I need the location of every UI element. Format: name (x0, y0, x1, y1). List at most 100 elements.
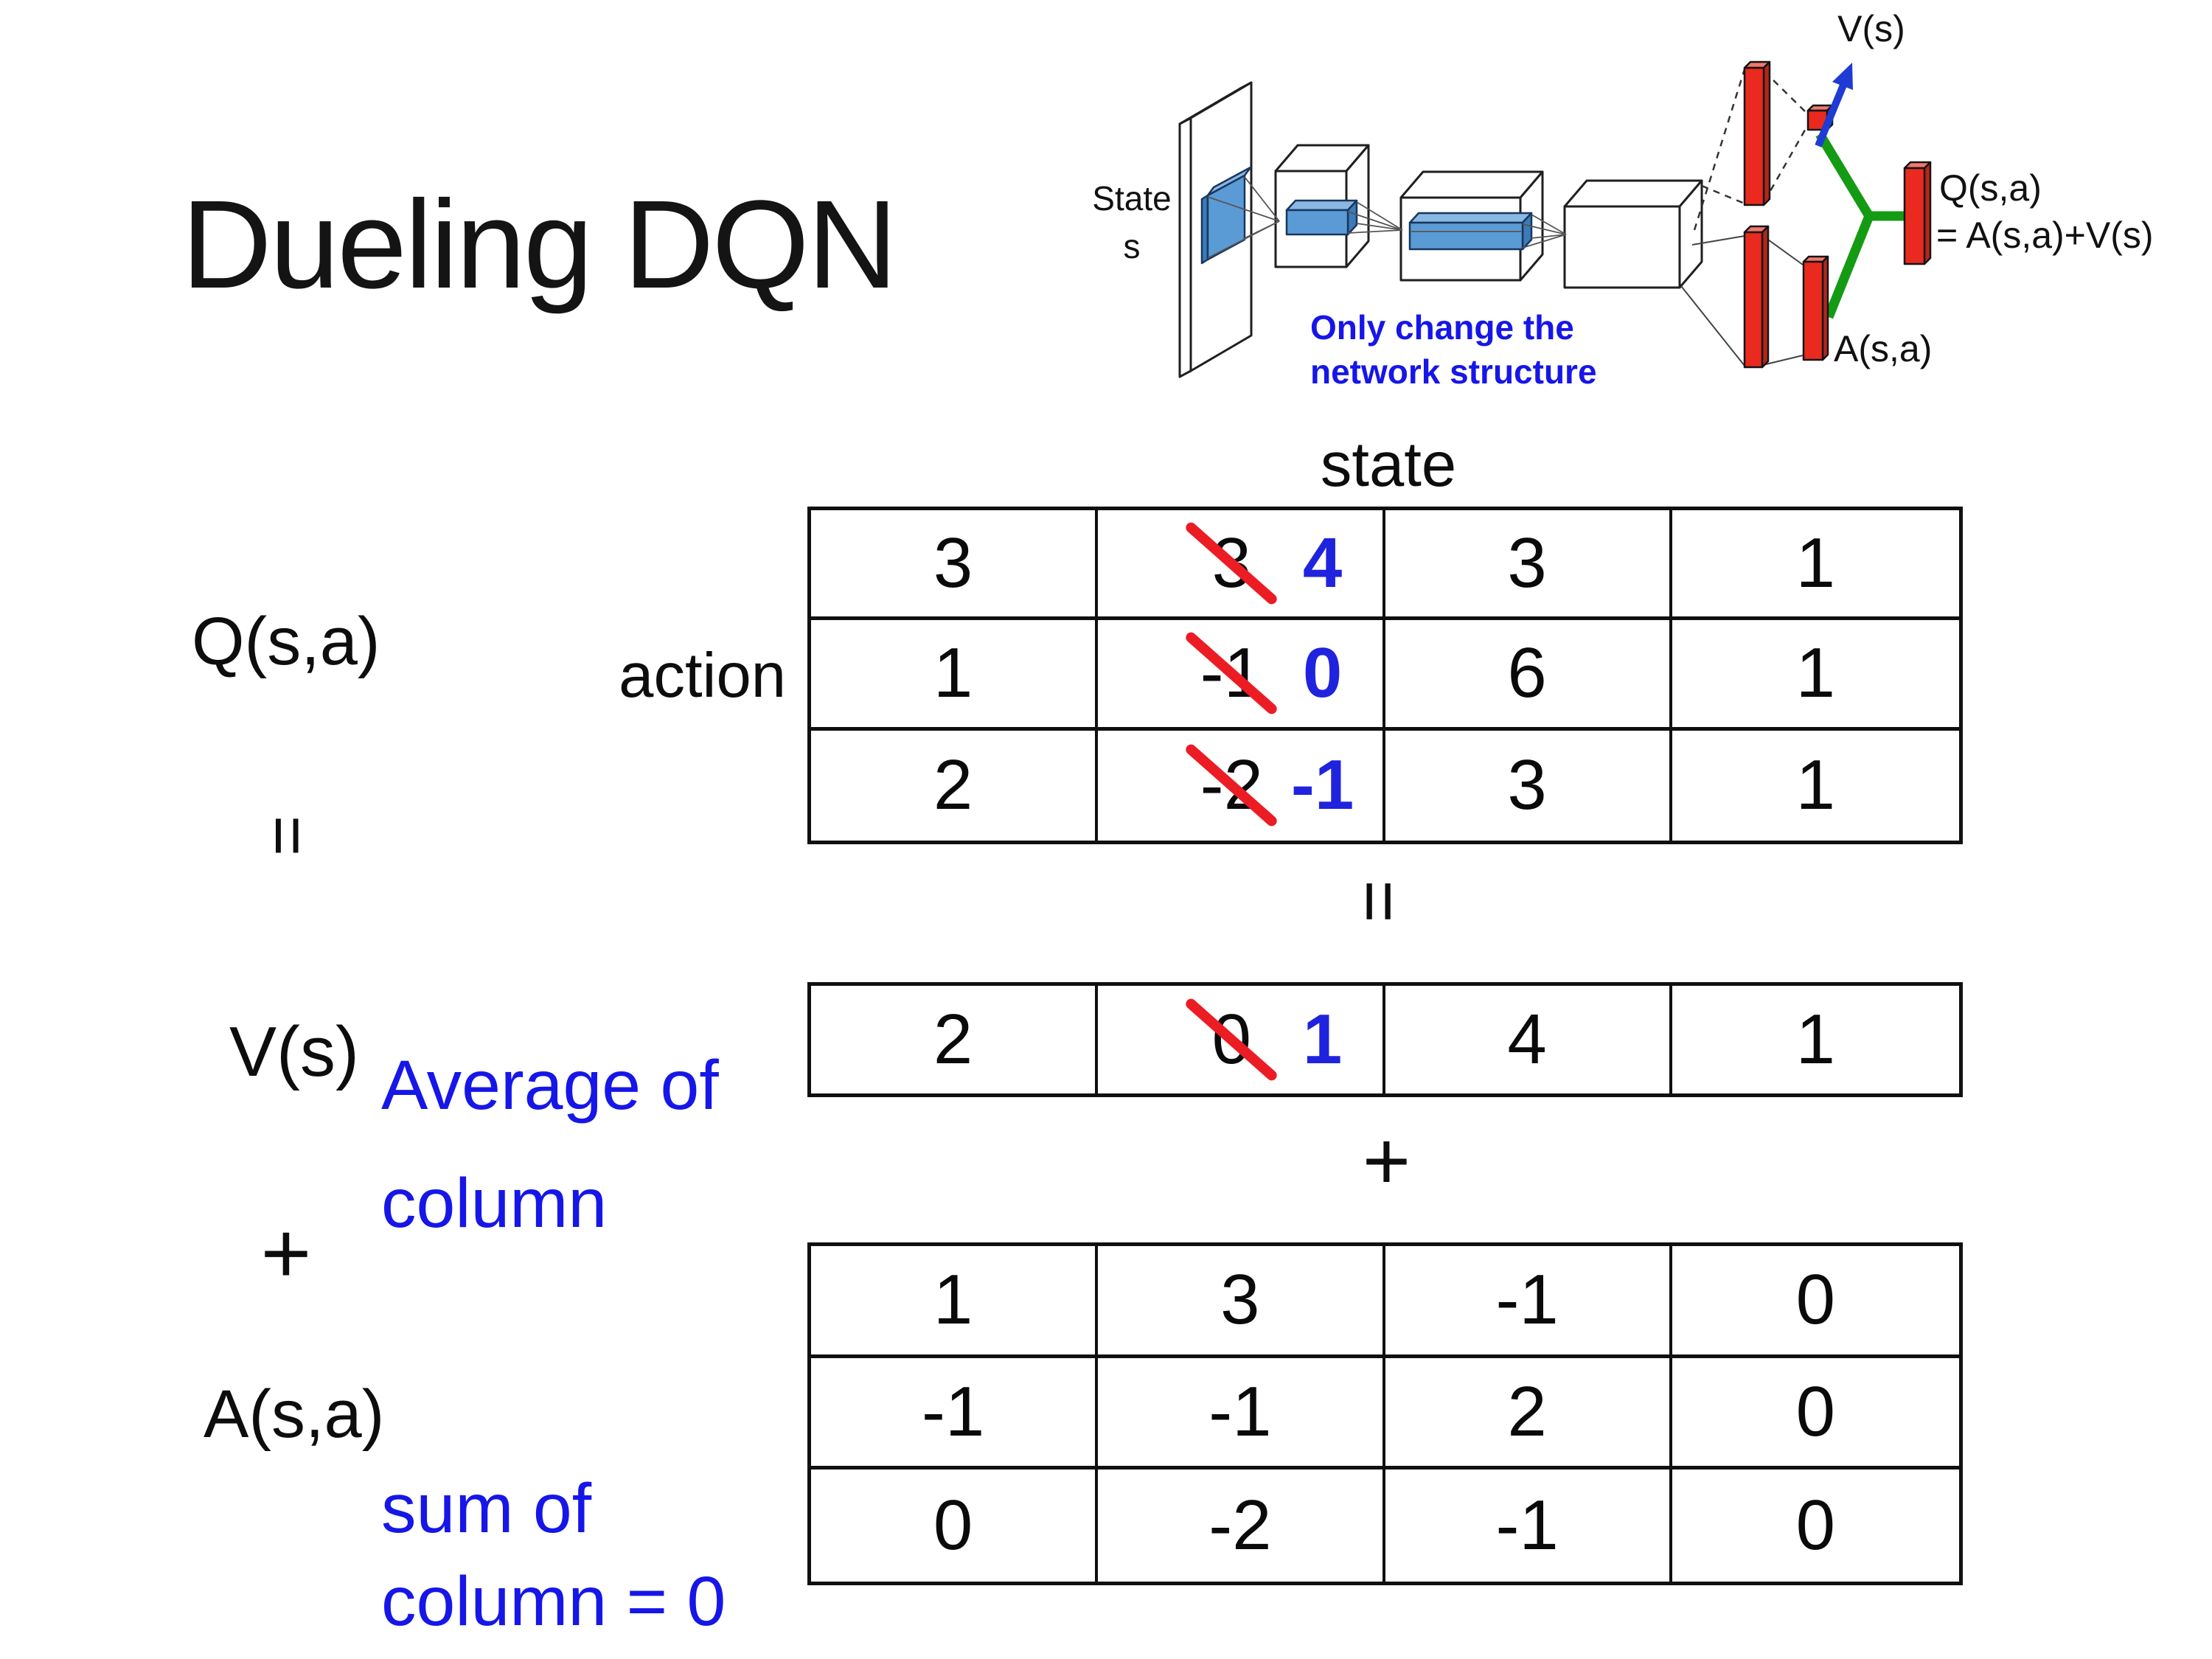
table-cell: -2 (1098, 1470, 1385, 1582)
network-note-line2: network structure (1310, 352, 1597, 391)
table-cell: -1 (1385, 1246, 1672, 1358)
cell-value: 1 (1795, 1000, 1836, 1079)
new-value: -1 (1290, 745, 1354, 825)
cell-value: 1 (933, 1260, 973, 1340)
cell-value: -1 (1208, 1371, 1272, 1451)
conv2-box-top (1399, 170, 1544, 199)
table-cell: -1 (1098, 1357, 1385, 1470)
state-sub-label: s (1124, 227, 1141, 265)
input-plane-side (1178, 116, 1192, 378)
equals-sign-middle: = (1324, 864, 1434, 938)
v-output-label: V(s) (1837, 8, 1905, 49)
cell-value: -1 (921, 1371, 985, 1451)
new-value: 0 (1302, 633, 1343, 713)
cell-value: 1 (933, 633, 973, 713)
advantage-matrix: 1 3 -1 0 -1 -1 2 0 0 -2 -1 0 (807, 1242, 1963, 1585)
fc-box-top (1563, 179, 1703, 208)
value-stream-dashed-lines (1693, 69, 1809, 231)
state-column-header: state (1320, 430, 1457, 500)
table-cell: 1 (811, 1246, 1099, 1358)
cell-value: 1 (1795, 633, 1836, 713)
table-cell: 2 (811, 730, 1099, 841)
table-cell: 1 (811, 620, 1099, 731)
cell-value: 4 (1507, 1000, 1547, 1079)
cell-value: -2 (1208, 1486, 1272, 1565)
average-note-line1: Average of (381, 1046, 719, 1124)
table-cell: 3 (1098, 1246, 1385, 1358)
page-title: Dueling DQN (181, 175, 897, 315)
table-cell: -2-1 (1098, 730, 1385, 841)
fc-box (1563, 205, 1681, 289)
table-cell: 0 (1672, 1358, 1959, 1470)
table-cell: 2 (1385, 1357, 1672, 1470)
state-value-row: 2 01 4 1 (807, 982, 1963, 1097)
value-hidden-bar (1743, 60, 1771, 206)
q-term-label: Q(s,a) (192, 604, 380, 679)
average-note-line2: column (381, 1164, 608, 1242)
cell-value: 3 (1507, 745, 1547, 825)
table-cell: 1 (1672, 510, 1959, 621)
q-output-bar (1903, 161, 1932, 265)
advantage-hidden-bar (1743, 225, 1770, 369)
q-output-label-line2: = A(s,a)+V(s) (1936, 215, 2154, 256)
table-cell: 1 (1672, 620, 1959, 731)
cell-value: 0 (1795, 1371, 1836, 1451)
sum-note-line2: column = 0 (381, 1562, 726, 1641)
cell-value: 6 (1507, 633, 1547, 713)
feature-bar1 (1285, 209, 1349, 236)
cell-value: 0 (1795, 1260, 1836, 1340)
table-cell: 1 (1672, 986, 1959, 1093)
table-cell: 3 (1385, 730, 1672, 841)
new-value: 1 (1302, 1000, 1343, 1079)
table-cell: 01 (1098, 986, 1385, 1093)
plus-sign-left: + (260, 1205, 312, 1302)
cell-value: 1 (1795, 524, 1836, 603)
v-term-label: V(s) (229, 1012, 359, 1091)
table-cell: -1 (1385, 1470, 1672, 1582)
plus-sign-middle: + (1362, 1115, 1411, 1207)
feature-bar1-top (1285, 199, 1358, 212)
value-arrow (1815, 63, 1853, 147)
table-cell: 1 (1672, 731, 1959, 841)
cell-value: 0 (933, 1486, 973, 1565)
conv-cone-lines (1207, 176, 1567, 259)
network-note-line1: Only change the (1310, 308, 1574, 347)
cell-value: 1 (1795, 745, 1836, 825)
cell-value: -1 (1495, 1486, 1559, 1565)
table-cell: 4 (1385, 986, 1672, 1093)
cell-value: 3 (933, 524, 973, 603)
state-label: State (1092, 179, 1171, 218)
table-cell: -10 (1098, 620, 1385, 731)
cell-value: 3 (1507, 524, 1547, 603)
table-cell: -1 (811, 1357, 1099, 1470)
table-cell: 34 (1098, 510, 1385, 621)
table-cell: 0 (1672, 1246, 1959, 1358)
table-cell: 6 (1385, 620, 1672, 731)
cell-value: 2 (933, 1000, 973, 1079)
cell-value: 2 (1507, 1371, 1547, 1451)
equals-glyph: = (248, 815, 327, 856)
a-output-label: A(s,a) (1834, 328, 1932, 369)
sum-note-line1: sum of (381, 1470, 592, 1548)
table-cell: 3 (811, 510, 1099, 621)
feature-bar2 (1408, 221, 1524, 251)
cell-value: 0 (1795, 1486, 1836, 1565)
action-row-header: action (619, 641, 786, 711)
advantage-stream-lines (1680, 235, 1804, 366)
table-cell: 0 (1672, 1470, 1959, 1582)
equals-glyph: = (1338, 879, 1421, 923)
cell-value: -1 (1495, 1260, 1559, 1340)
cell-value: 3 (1220, 1260, 1260, 1340)
feature-bar2-top (1408, 212, 1533, 224)
q-output-label-line1: Q(s,a) (1939, 167, 2042, 209)
equals-sign-left: = (237, 795, 337, 876)
new-value: 4 (1302, 524, 1343, 603)
table-cell: 0 (811, 1470, 1099, 1582)
cell-value: 2 (933, 745, 973, 825)
advantage-bar (1802, 255, 1829, 361)
dueling-network-diagram: State s Only change the network structur… (1092, 8, 2154, 391)
a-term-label: A(s,a) (204, 1377, 385, 1452)
table-cell: 2 (811, 986, 1099, 1093)
